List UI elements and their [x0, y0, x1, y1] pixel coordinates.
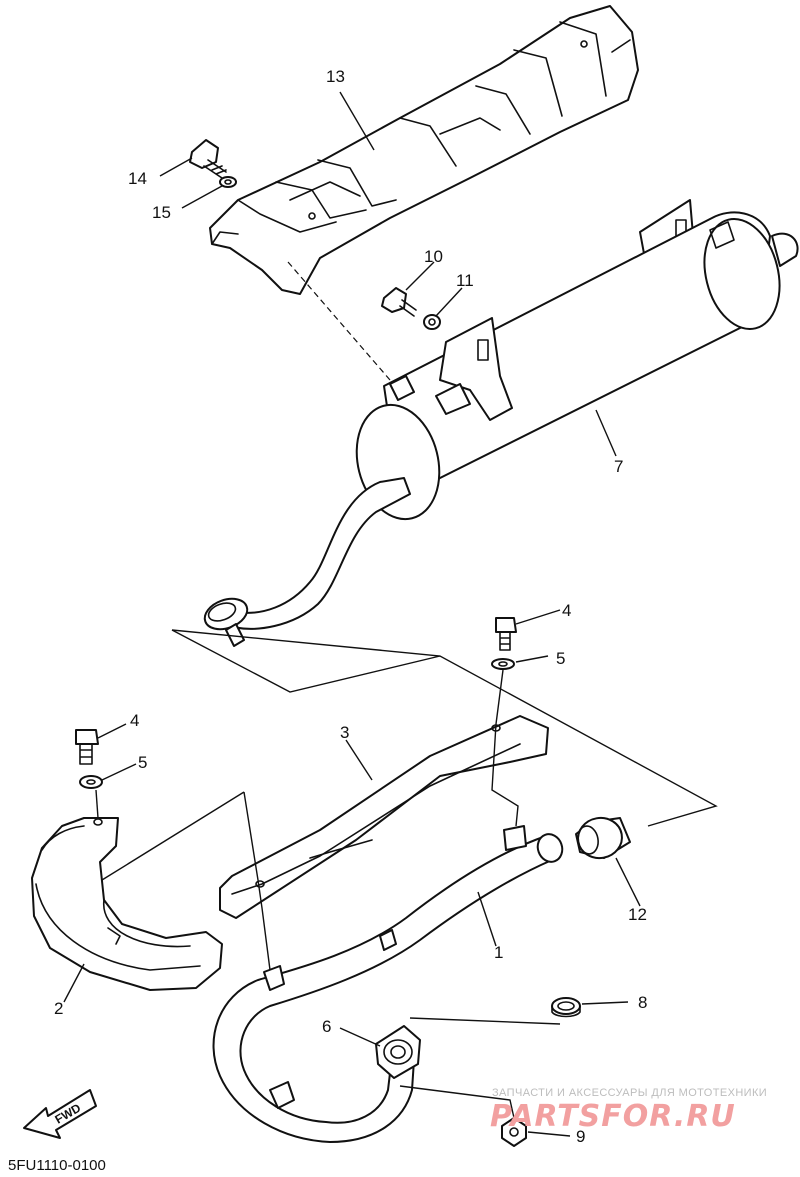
washer-15: [219, 176, 237, 188]
callout-2: 2: [54, 999, 63, 1018]
watermark: ЗАПЧАСТИ И АКСЕССУАРЫ ДЛЯ МОТОТЕХНИКИ PA…: [490, 1087, 767, 1134]
protector-2: [31, 817, 223, 991]
callout-3: 3: [340, 723, 349, 742]
callout-9: 9: [576, 1127, 585, 1146]
callout-6: 6: [322, 1017, 331, 1036]
callout-12: 12: [628, 905, 647, 924]
callout-8: 8: [638, 993, 647, 1012]
callout-10: 10: [424, 247, 443, 266]
callout-4-right: 4: [562, 601, 571, 620]
heat-protector-13: [209, 5, 639, 295]
callout-1: 1: [494, 943, 503, 962]
watermark-brand: PARTSFOR.RU: [490, 1099, 736, 1134]
bolt-14: [189, 139, 227, 179]
bracket-3: [219, 715, 549, 919]
callout-13: 13: [326, 67, 345, 86]
bolt-4-right: [495, 617, 517, 651]
flange-6: [375, 1025, 421, 1079]
callout-5-left: 5: [138, 753, 147, 772]
callout-numbers: 13 14 15 10 11 7 4 5 4 5 3 12 1 2 8 6 9: [54, 67, 647, 1146]
bolt-4-left: [75, 729, 99, 765]
assembly-lines: [95, 261, 718, 1119]
watermark-subtitle: ЗАПЧАСТИ И АКСЕССУАРЫ ДЛЯ МОТОТЕХНИКИ: [492, 1087, 767, 1099]
callout-4-left: 4: [130, 711, 139, 730]
washer-11: [423, 314, 441, 330]
callout-leaders: [63, 91, 641, 1137]
gasket-12: [575, 816, 631, 860]
callout-15: 15: [152, 203, 171, 222]
bolt-10: [381, 287, 417, 317]
muffler-7: [203, 199, 799, 647]
callout-11: 11: [456, 271, 474, 290]
callout-7: 7: [614, 457, 623, 476]
washer-5-right: [491, 658, 515, 670]
exhaust-pipe-1: [212, 825, 564, 1143]
callout-5-right: 5: [556, 649, 565, 668]
gasket-8: [551, 997, 581, 1018]
callout-14: 14: [128, 169, 147, 188]
fwd-arrow-icon: FWD: [23, 1089, 97, 1139]
washer-5-left: [79, 775, 103, 789]
diagram-code: 5FU1110-0100: [8, 1157, 106, 1174]
